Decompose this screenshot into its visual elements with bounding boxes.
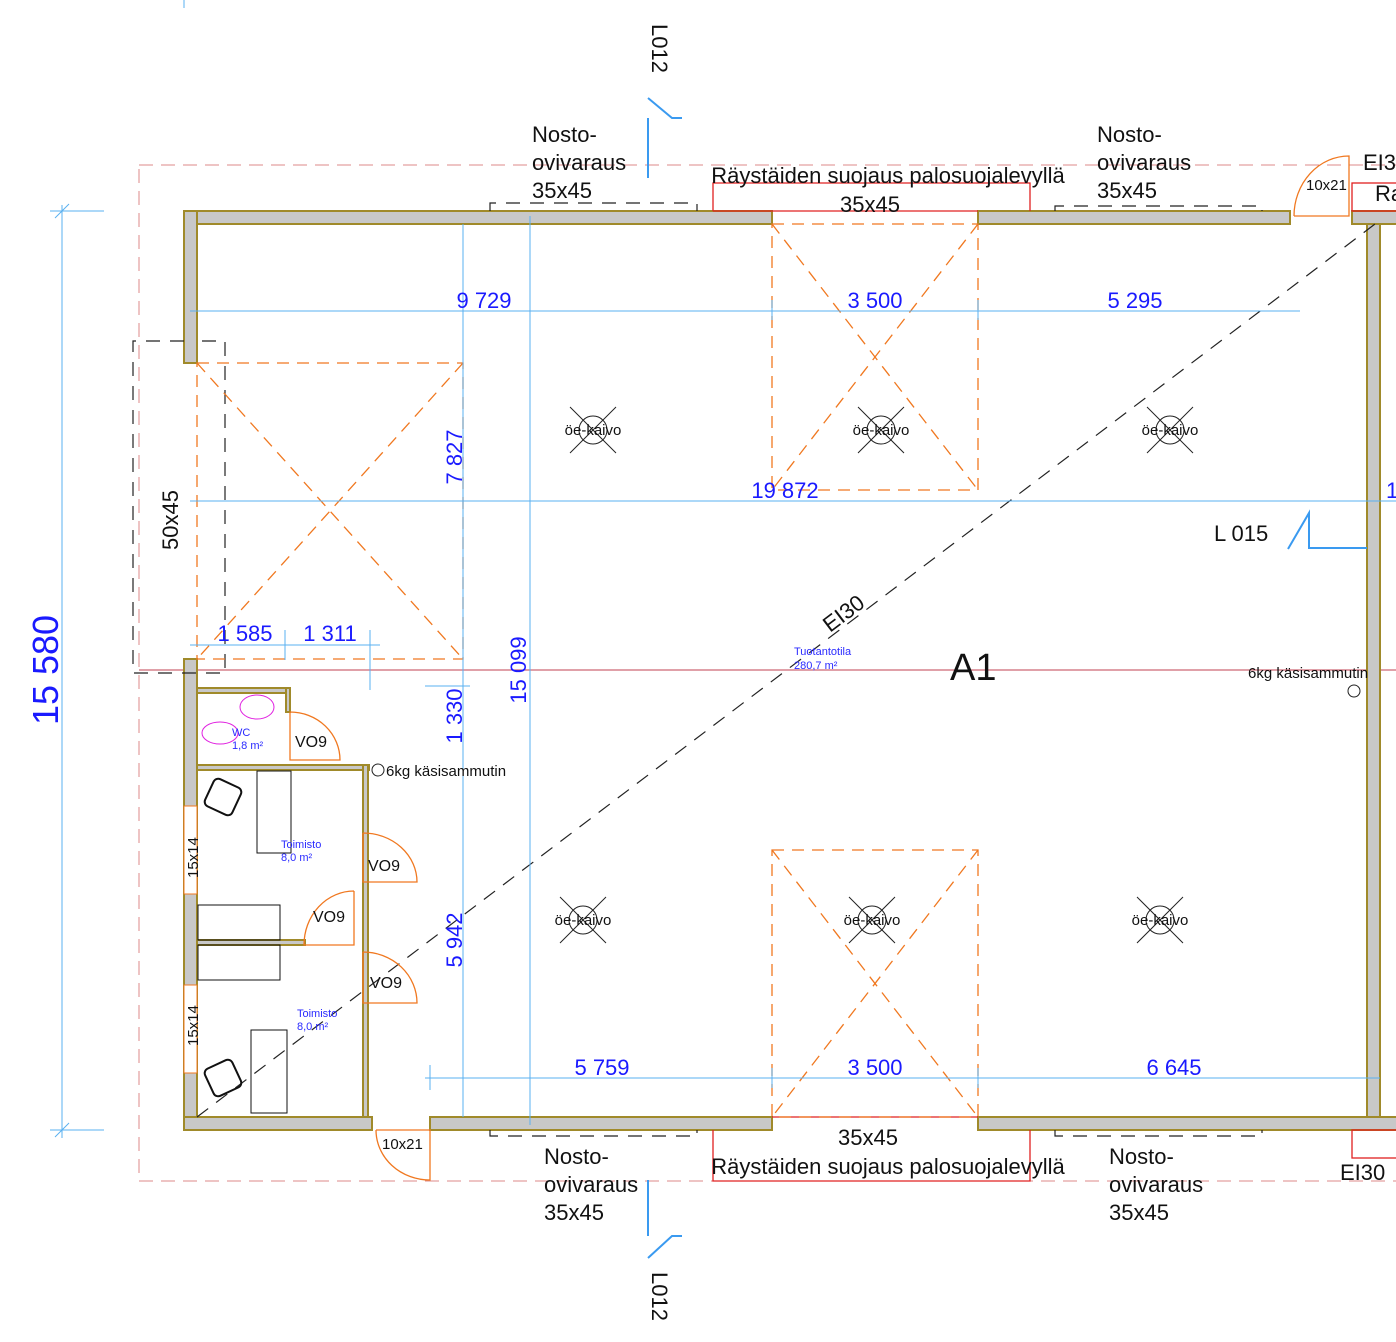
drain-icon: [1136, 896, 1184, 944]
door-label: VO9: [295, 734, 327, 751]
doors: [289, 155, 1350, 1181]
sink-icon: [239, 694, 275, 720]
hoist-label: 35x45: [544, 1200, 604, 1225]
dimension-text: 1 585: [217, 621, 272, 646]
section-marker-top: L012: [647, 24, 672, 73]
dimension-text: 9 729: [456, 288, 511, 313]
dimension-text: 3 500: [847, 288, 902, 313]
extinguisher-icon: [371, 763, 385, 777]
room-name: Tuotantotila: [794, 646, 852, 658]
drain-icon: [559, 896, 607, 944]
hoist-label: Nosto-: [1109, 1144, 1174, 1169]
office-chair-icon: [203, 1058, 243, 1098]
eaves-size: 35x45: [840, 192, 900, 217]
dimension-text: 5 942: [442, 912, 467, 967]
drain-label: öe-kaivo: [844, 912, 901, 929]
extinguisher-icon: [1347, 684, 1361, 698]
section-marker-right: L 015: [1214, 521, 1268, 546]
dimension-text: 6 645: [1146, 1055, 1201, 1080]
section-marker-bottom: L012: [647, 1272, 672, 1321]
hoist-label: 35x45: [1109, 1200, 1169, 1225]
dimension-text: 1 311: [303, 621, 356, 646]
eaves-label: Räystäiden suojaus palosuojalevyllä: [711, 163, 1065, 188]
dimension-text: 5 295: [1107, 288, 1162, 313]
door-size: 10x21: [382, 1136, 423, 1153]
hoist-label: 35x45: [532, 178, 592, 203]
cut-label: Ra: [1375, 181, 1396, 206]
dimension-text: 19 872: [751, 478, 818, 503]
extinguisher-label: 6kg käsisammutin: [386, 763, 506, 780]
dimension-text: 1: [1386, 478, 1396, 503]
windows: [183, 805, 198, 1074]
fire-class: EI3: [1363, 150, 1396, 175]
door-size: 10x21: [1306, 177, 1347, 194]
hoist-label: ovivaraus: [532, 150, 626, 175]
drain-icon: [569, 406, 617, 454]
room-area: 8,0 m²: [297, 1021, 329, 1033]
hoist-label: Nosto-: [544, 1144, 609, 1169]
room-name: Toimisto: [297, 1008, 337, 1020]
extinguisher-label: 6kg käsisammutin: [1248, 665, 1368, 682]
drain-icon: [1146, 406, 1194, 454]
fire-class: EI30: [818, 590, 869, 637]
desk: [197, 904, 281, 941]
opening-size: 50x45: [158, 490, 183, 550]
toilet-icon: [201, 721, 239, 745]
roof-openings: [196, 223, 979, 1118]
fire-class: EI30: [1340, 1160, 1385, 1185]
dimension-text: 15 099: [506, 636, 531, 703]
hoist-label: ovivaraus: [544, 1172, 638, 1197]
window-size: 15x14: [185, 1005, 202, 1046]
eaves-protection: [712, 182, 1396, 1182]
office-chair-icon: [203, 777, 243, 817]
drain-label: öe-kaivo: [1142, 422, 1199, 439]
overall-dimension-text: 15 580: [25, 615, 66, 725]
hoist-label: 35x45: [1097, 178, 1157, 203]
room-name: WC: [232, 727, 250, 739]
door-label: VO9: [370, 975, 402, 992]
room-name: Toimisto: [281, 839, 321, 851]
dimension-lines: [190, 216, 1396, 1125]
hoist-label: Nosto-: [1097, 122, 1162, 147]
drain-label: öe-kaivo: [1132, 912, 1189, 929]
hoist-door-reservations: [132, 202, 1263, 1137]
interior-walls: [196, 687, 370, 1118]
room-area: 280,7 m²: [794, 660, 838, 672]
fire-compartment-line: [196, 223, 1376, 1118]
dimension-text: 1 330: [442, 688, 467, 743]
dimension-text: 7 827: [442, 429, 467, 484]
eaves-label: Räystäiden suojaus palosuojalevyllä: [711, 1154, 1065, 1179]
overall-dimension: 15 580: [25, 203, 104, 1138]
desk: [197, 944, 281, 981]
drain-icon: [848, 896, 896, 944]
door-label: VO9: [313, 909, 345, 926]
drain-label: öe-kaivo: [565, 422, 622, 439]
dimension-text: 3 500: [847, 1055, 902, 1080]
drain-labels: öe-kaivo öe-kaivo öe-kaivo öe-kaivo öe-k…: [555, 422, 1199, 929]
hoist-label: Nosto-: [532, 122, 597, 147]
room-area: 1,8 m²: [232, 740, 264, 752]
dimension-text: 5 759: [574, 1055, 629, 1080]
eaves-size: 35x45: [838, 1125, 898, 1150]
hoist-label: ovivaraus: [1109, 1172, 1203, 1197]
room-area: 8,0 m²: [281, 852, 313, 864]
floor-drains: [371, 406, 1361, 944]
furniture: [197, 694, 292, 1114]
drain-label: öe-kaivo: [555, 912, 612, 929]
space-id: A1: [950, 647, 996, 689]
desk: [250, 1029, 288, 1114]
section-markers: [647, 97, 1367, 1259]
door-label: VO9: [368, 858, 400, 875]
desk: [256, 770, 292, 854]
drain-label: öe-kaivo: [853, 422, 910, 439]
drain-icon: [857, 406, 905, 454]
window-size: 15x14: [185, 837, 202, 878]
hoist-label: ovivaraus: [1097, 150, 1191, 175]
